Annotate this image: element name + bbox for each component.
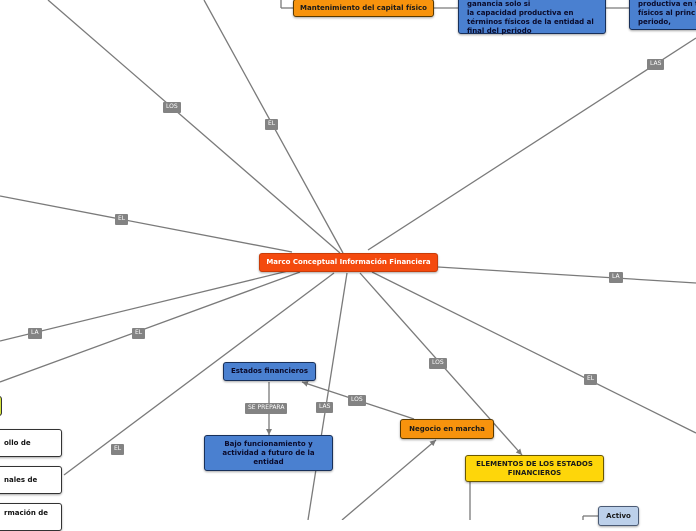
connector-label-el-top: EL <box>265 119 279 130</box>
connector-label-las-bottom: LAS <box>316 402 334 413</box>
line-bottom-to-negocio <box>341 439 437 520</box>
line-to-top-right <box>367 37 696 251</box>
connector-label-el-left-mid: EL <box>132 328 146 339</box>
connector-label-la-left: LA <box>28 328 42 339</box>
line-to-top-left <box>47 0 341 254</box>
estados-financieros-label: Estados financieros <box>230 367 309 375</box>
negocio-en-marcha-label: Negocio en marcha <box>409 424 485 433</box>
left-box-2[interactable]: nales de <box>0 466 62 494</box>
capacidad-line-2: la capacidad productiva en <box>467 9 574 17</box>
capacidad-line-1: ganancia solo si <box>467 0 531 8</box>
left-box-3-label: rmación de <box>4 509 49 517</box>
estados-financieros-node[interactable]: Estados financieros <box>223 362 316 381</box>
connector-label-los-top-left: LOS <box>163 102 181 113</box>
connector-label-se-prepara: SE PREPARA <box>245 403 288 414</box>
connector-label-los-estados: LOS <box>348 395 366 406</box>
line-to-bottom-right <box>371 271 696 434</box>
activo-node[interactable]: Activo <box>598 506 639 526</box>
bajo-funcionamiento-node[interactable]: Bajo funcionamiento y actividad a futuro… <box>204 435 333 471</box>
line-to-left <box>0 195 293 253</box>
activo-label: Activo <box>606 511 631 520</box>
left-box-2-label: nales de <box>4 475 38 484</box>
connector-label-la-right: LA <box>609 272 623 283</box>
left-box-1[interactable]: ollo de <box>0 429 62 457</box>
elementos-estados-label: ELEMENTOS DE LOS ESTADOS FINANCIEROS <box>476 459 593 477</box>
elementos-estados-node[interactable]: ELEMENTOS DE LOS ESTADOS FINANCIEROS <box>465 455 604 482</box>
mantenimiento-capital-fisico-node[interactable]: Mantenimiento del capital físico <box>293 0 434 17</box>
capacidad-productiva-node[interactable]: ganancia solo si la capacidad productiva… <box>458 0 606 35</box>
capacidad-line-4: final del periodo <box>467 27 532 35</box>
connector-label-el-bottom-left: EL <box>111 444 125 455</box>
line-to-bottom <box>307 272 348 520</box>
line-to-bottom-left <box>63 272 335 476</box>
connector-label-el-right: EL <box>584 374 598 385</box>
negocio-en-marcha-node[interactable]: Negocio en marcha <box>400 419 494 439</box>
productiva-line-2: físicos al princ <box>638 9 696 17</box>
line-to-left-la <box>0 270 289 342</box>
left-green-node[interactable] <box>0 396 2 416</box>
bajo-funcionamiento-label: Bajo funcionamiento y actividad a futuro… <box>222 439 315 466</box>
mantenimiento-label: Mantenimiento del capital físico <box>300 3 427 12</box>
left-box-1-label: ollo de <box>4 438 31 447</box>
central-topic-node[interactable]: Marco Conceptual Información Financiera <box>259 253 438 272</box>
line-to-left-el <box>0 271 301 383</box>
capacidad-line-3: términos físicos de la entidad al <box>467 18 594 26</box>
connector-label-los-negocio: LOS <box>429 358 447 369</box>
productiva-line-1: productiva en t <box>638 0 696 8</box>
central-topic-label: Marco Conceptual Información Financiera <box>266 258 431 266</box>
connector-label-las-top-right: LAS <box>647 59 665 70</box>
left-box-3[interactable]: rmación de <box>0 503 62 531</box>
productiva-periodo-node[interactable]: productiva en t físicos al princ periodo… <box>629 0 696 30</box>
productiva-line-3: periodo, <box>638 18 671 26</box>
connector-label-el-left: EL <box>115 214 129 225</box>
line-to-right <box>437 266 696 284</box>
